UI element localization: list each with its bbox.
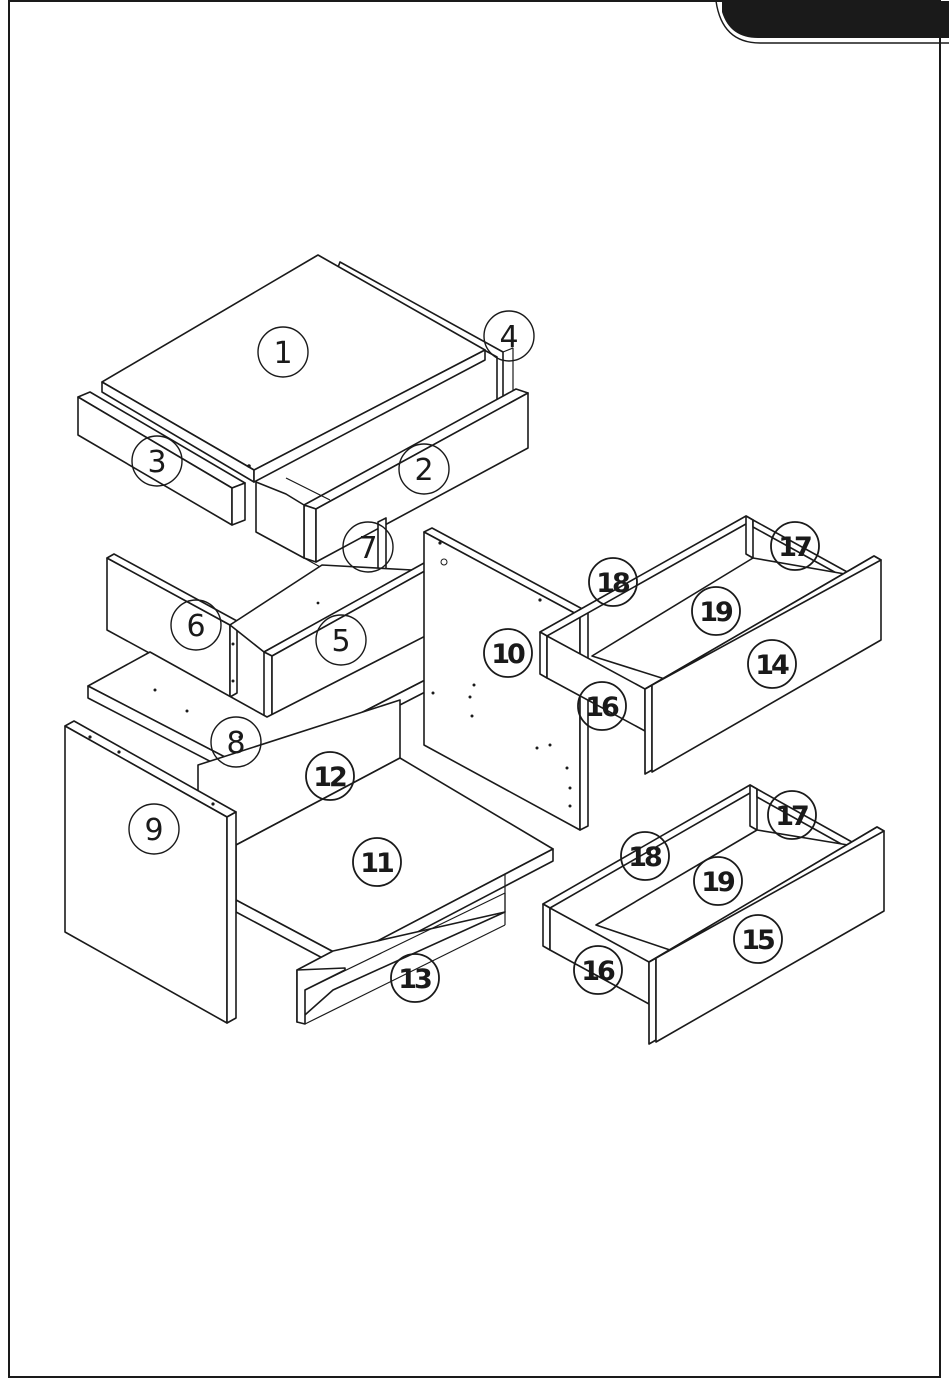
svg-text:10: 10: [491, 639, 525, 670]
svg-text:19: 19: [699, 597, 733, 628]
svg-text:16: 16: [585, 692, 619, 723]
svg-text:5: 5: [331, 624, 350, 659]
svg-text:17: 17: [775, 801, 808, 832]
svg-text:13: 13: [398, 964, 431, 995]
svg-text:14: 14: [755, 650, 789, 681]
svg-text:6: 6: [186, 609, 205, 644]
callout-part-13: 13: [391, 954, 439, 1002]
svg-text:17: 17: [778, 532, 811, 563]
callout-part-4: 4: [484, 311, 534, 361]
svg-text:3: 3: [147, 445, 166, 480]
svg-text:11: 11: [360, 848, 393, 879]
svg-text:12: 12: [313, 762, 346, 793]
corner-tab: [722, 1, 949, 38]
callout-part-17-upper: 17: [771, 522, 819, 570]
svg-text:18: 18: [596, 568, 630, 599]
svg-text:8: 8: [226, 726, 245, 761]
drawer-lower: [543, 785, 884, 1044]
callout-part-18-lower: 18: [621, 832, 669, 880]
callout-part-17-lower: 17: [768, 791, 816, 839]
svg-text:1: 1: [273, 336, 292, 371]
drawing: 1 2 3 4 5 6 7: [65, 255, 884, 1044]
svg-text:15: 15: [741, 925, 774, 956]
drawer-upper: [540, 516, 881, 774]
svg-text:7: 7: [358, 531, 377, 566]
svg-text:2: 2: [414, 453, 433, 488]
svg-text:18: 18: [628, 842, 662, 873]
svg-text:4: 4: [499, 320, 518, 355]
svg-text:19: 19: [701, 867, 735, 898]
svg-text:9: 9: [144, 813, 163, 848]
svg-text:16: 16: [581, 956, 615, 987]
